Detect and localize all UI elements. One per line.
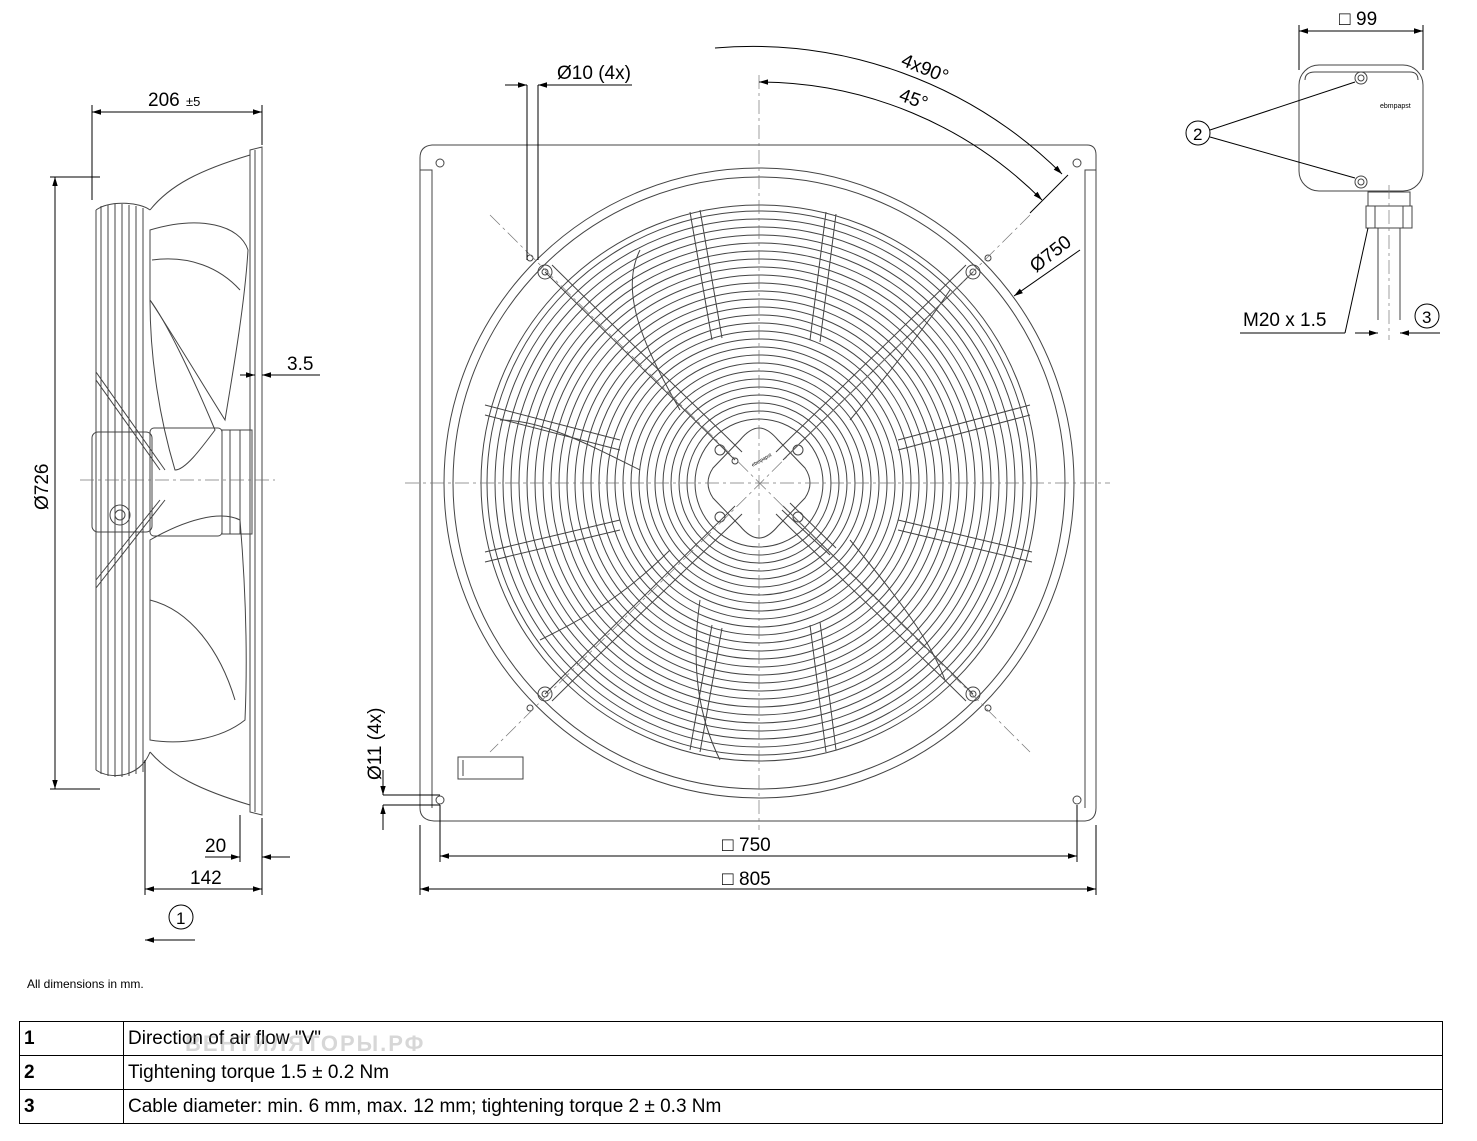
dim-depth: 206: [148, 90, 180, 111]
dim-guard-diameter: Ø726: [32, 464, 53, 510]
legend-text: Cable diameter: min. 6 mm, max. 12 mm; t…: [123, 1089, 1443, 1124]
dim-square-805-symbol: □: [722, 869, 734, 890]
strut-mounts: [537, 264, 981, 702]
legend-number: 2: [19, 1055, 124, 1090]
side-guard-wires: [95, 202, 151, 777]
dim-square-750: 750: [739, 835, 771, 856]
side-view: 206 ±5 3.5 Ø726 20 142 1: [32, 90, 320, 943]
legend-text: Direction of air flow "V": [123, 1021, 1443, 1056]
dim-box-size: 99: [1356, 9, 1377, 30]
terminal-box-body: [1298, 64, 1424, 192]
dim-hole-large: Ø11 (4x): [365, 707, 386, 780]
guard-radial-wires: [484, 209, 1033, 753]
dim-cable-thread: M20 x 1.5: [1243, 310, 1326, 331]
dim-flange-gap: 3.5: [287, 354, 313, 375]
legend-table: 1 Direction of air flow "V" 2 Tightening…: [19, 1021, 1443, 1124]
legend-row: 3 Cable diameter: min. 6 mm, max. 12 mm;…: [19, 1089, 1443, 1124]
dim-angle-pitch: 4x90°: [898, 50, 951, 88]
terminal-box-detail: ebmpapst □ 99 2 M20 x 1.5 3: [1185, 9, 1440, 340]
blade-outlines: [499, 249, 951, 761]
callout-1-circle: [168, 904, 194, 930]
dim-depth-tolerance: ±5: [186, 94, 200, 109]
callout-3: 3: [1422, 308, 1431, 327]
technical-drawing: 206 ±5 3.5 Ø726 20 142 1: [32, 9, 1440, 943]
mounting-plate: [419, 144, 1097, 822]
legend-number: 1: [19, 1021, 124, 1056]
legend-row: 2 Tightening torque 1.5 ± 0.2 Nm: [19, 1055, 1443, 1090]
legend-number: 3: [19, 1089, 124, 1124]
units-note: All dimensions in mm.: [27, 977, 144, 991]
legend-text: Tightening torque 1.5 ± 0.2 Nm: [123, 1055, 1443, 1090]
dim-depth-142: 142: [190, 868, 222, 889]
front-view: ebmpapst Ø10 (4x) 4x90° 45°: [365, 45, 1110, 895]
callout-2: 2: [1193, 125, 1202, 144]
callout-3-circle: [1414, 303, 1440, 329]
dim-angle-offset: 45°: [896, 85, 930, 115]
legend-row: 1 Direction of air flow "V": [19, 1021, 1443, 1056]
dim-hole-small: Ø10 (4x): [557, 63, 631, 84]
dim-flange-thickness: 20: [205, 836, 226, 857]
callout-1: 1: [176, 909, 185, 928]
detail-brand-mark: ebmpapst: [1380, 103, 1411, 110]
dim-square-805: 805: [739, 869, 771, 890]
front-brand-mark: ebmpapst: [751, 452, 774, 468]
rating-label: [457, 756, 524, 780]
callout-2-circle: [1185, 120, 1211, 146]
dim-square-750-symbol: □: [722, 835, 734, 856]
dim-box-symbol: □: [1339, 9, 1351, 30]
